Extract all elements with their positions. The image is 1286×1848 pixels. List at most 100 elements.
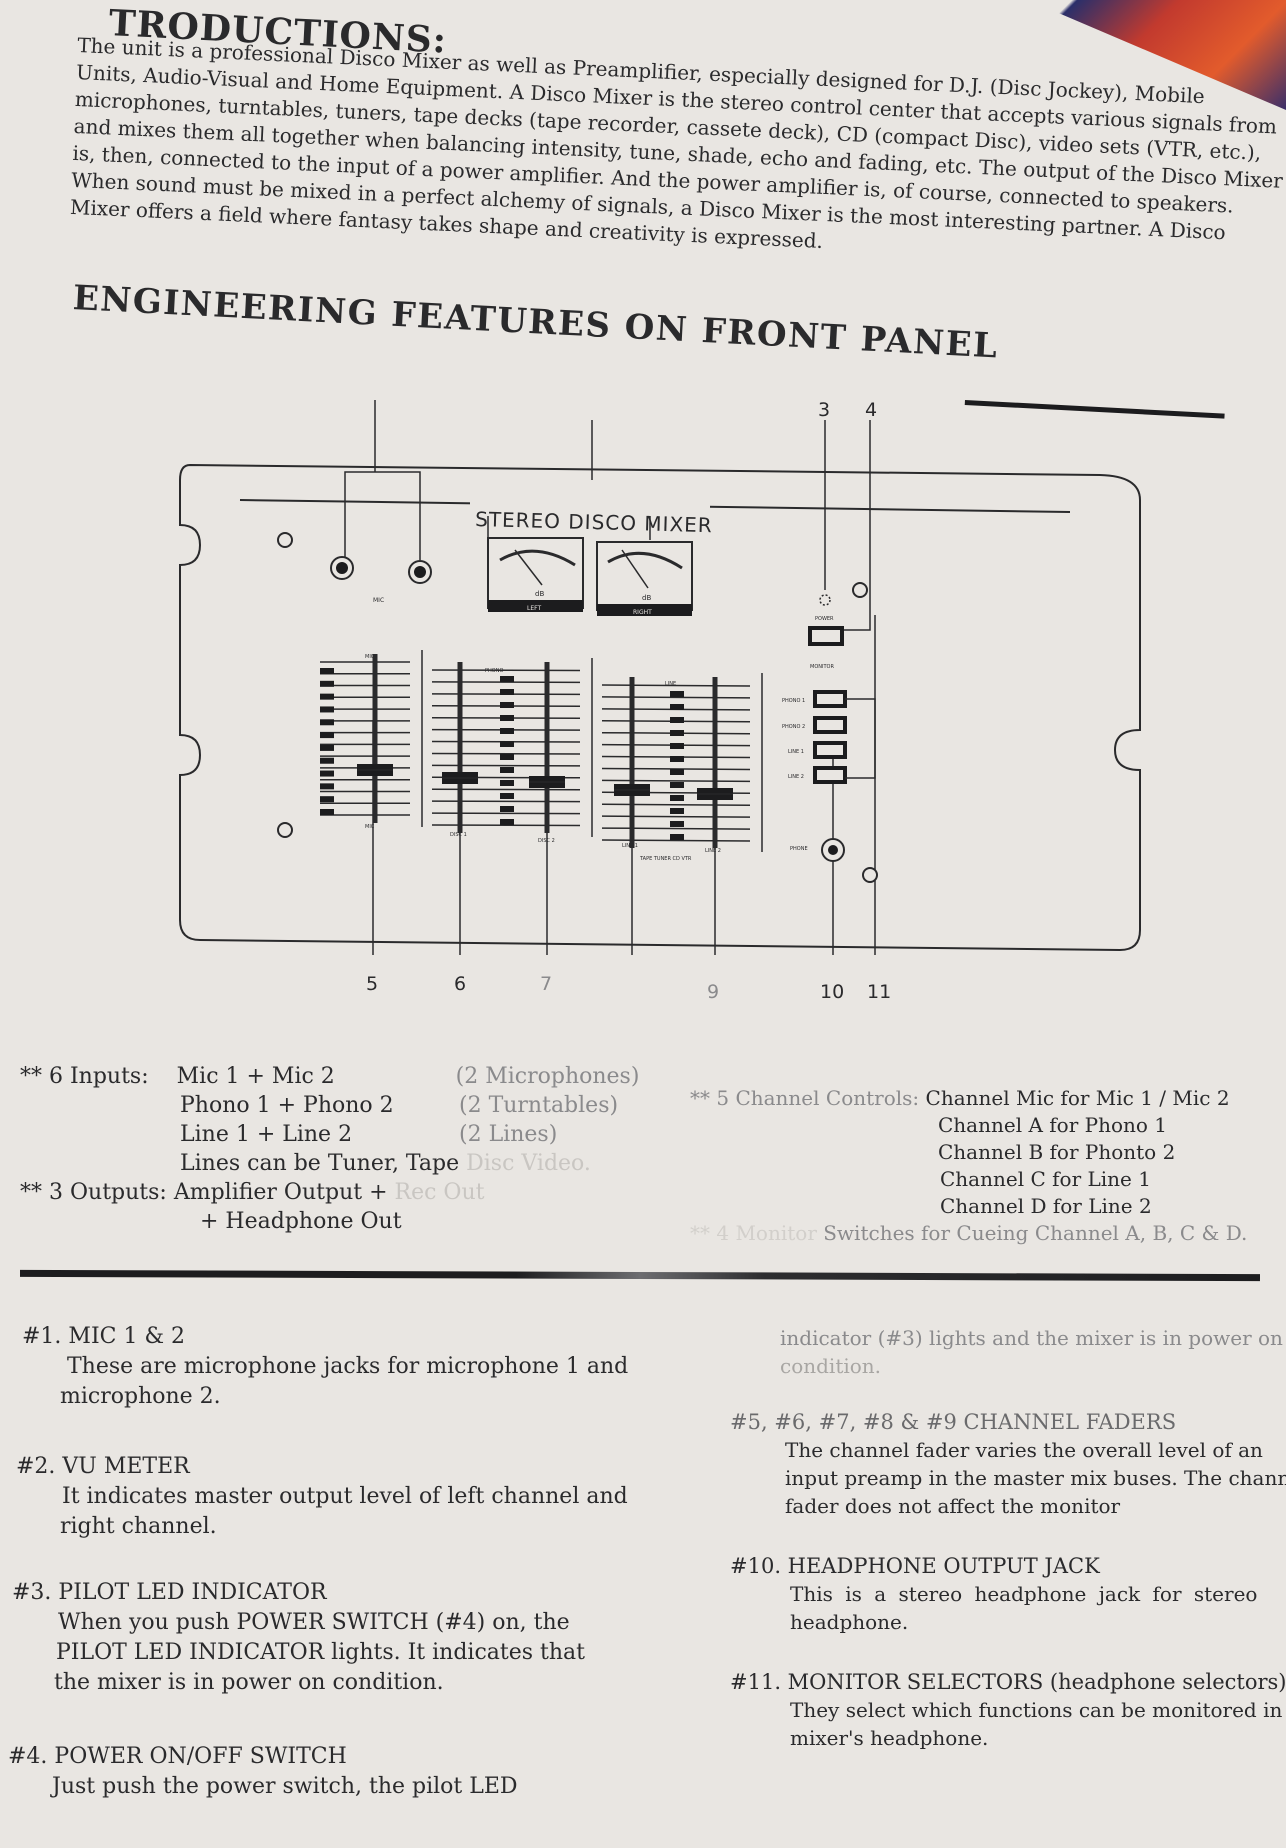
intro-body: The unit is a professional Disco Mixer a… <box>69 32 1284 273</box>
callout-4: 4 <box>865 400 877 421</box>
fader-mark <box>601 839 751 842</box>
fader-mark <box>431 788 581 791</box>
fader-mark <box>320 732 334 739</box>
outputs-1: Amplifier Output + <box>173 1180 388 1205</box>
fader-mark <box>500 819 514 825</box>
fader-mark <box>670 782 684 788</box>
fader-mark <box>670 704 684 710</box>
fader-mark <box>500 780 514 786</box>
power-switch[interactable] <box>808 626 844 646</box>
callout-5: 5 <box>366 973 378 995</box>
front-panel-diagram: 1 2 3 4 5 6 7 9 10 11 STEREO DISCO MIXER… <box>170 377 1150 1054</box>
fader-mark <box>500 702 514 708</box>
section-line: input preamp in the master mix buses. Th… <box>785 1466 1286 1490</box>
vu-unit-left: dB <box>535 590 544 598</box>
fader-mark <box>500 689 514 695</box>
front-panel-svg: 1 2 3 4 5 6 7 9 10 11 STEREO DISCO MIXER… <box>179 377 1141 1003</box>
section-line: indicator (#3) lights and the mixer is i… <box>780 1326 1283 1350</box>
channel-row-1: Channel A for Phono 1 <box>690 1112 1247 1139</box>
headphone-jack-icon <box>821 838 845 862</box>
inputs-label: ** 6 Inputs: <box>20 1064 149 1089</box>
fader-mark <box>320 744 334 751</box>
vu-unit-right: dB <box>642 594 651 602</box>
fader-mark <box>320 680 334 687</box>
specs-right: ** 5 Channel Controls: Channel Mic for M… <box>690 1085 1247 1247</box>
fader-mark <box>670 691 684 697</box>
cue-row: ** 4 Monitor Switches for Cueing Channel… <box>690 1220 1247 1247</box>
vu-meter-right <box>596 541 693 616</box>
power-label: POWER <box>815 616 834 622</box>
fader-mic-top-label: MIC <box>365 654 375 660</box>
lines-can-be: Lines can be Tuner, Tape Disc Video. <box>20 1149 639 1178</box>
lines-can-be-text: Lines can be Tuner, Tape <box>180 1151 460 1176</box>
input-note: (2 Lines) <box>459 1122 558 1147</box>
fader-mark <box>500 806 514 812</box>
section-line: They select which functions can be monit… <box>790 1698 1286 1722</box>
specs-left: ** 6 Inputs: Mic 1 + Mic 2 (2 Microphone… <box>20 1062 639 1236</box>
fader-mark <box>320 757 334 764</box>
disc2-label: DISC 2 <box>538 838 555 844</box>
line2-label: LINE 2 <box>705 848 721 854</box>
fader-mark <box>320 783 334 790</box>
phono-group-label: PHONO <box>485 668 503 674</box>
channel-item: Channel D for Line 2 <box>940 1194 1152 1218</box>
section-line: This is a stereo headphone jack for ster… <box>790 1582 1258 1606</box>
section-headphone: #10. HEADPHONE OUTPUT JACK This is a ste… <box>730 1552 1257 1636</box>
vu-label-left: LEFT <box>527 605 541 612</box>
fader-banks <box>320 650 763 852</box>
section-power: #4. POWER ON/OFF SWITCH Just push the po… <box>8 1742 518 1802</box>
section-monitor: #11. MONITOR SELECTORS (headphone select… <box>730 1668 1286 1752</box>
callout-2: 2 <box>586 400 598 403</box>
fader-mark <box>670 717 684 723</box>
section-title: #1. MIC 1 & 2 <box>22 1324 186 1349</box>
fader-mark <box>601 779 751 783</box>
fader-mark <box>670 808 684 814</box>
monitor-select-phono1[interactable] <box>813 690 847 708</box>
line-group-label: LINE <box>665 681 676 687</box>
section-title: #3. PILOT LED INDICATOR <box>12 1580 327 1605</box>
outputs-1-faded: Rec Out <box>394 1180 485 1205</box>
input-note: (2 Turntables) <box>459 1093 619 1118</box>
mic-group-label: MIC <box>373 597 384 604</box>
monitor-label: MONITOR <box>810 664 834 670</box>
channel-label: ** 5 Channel Controls: <box>690 1086 920 1110</box>
vu-meter-left <box>487 537 584 612</box>
channel-item: Channel Mic for Mic 1 / Mic 2 <box>925 1086 1230 1110</box>
panel-outline <box>179 463 1141 952</box>
input-note: (2 Microphones) <box>455 1064 640 1089</box>
input-pair: Mic 1 + Mic 2 <box>176 1064 335 1089</box>
section-line: It indicates master output level of left… <box>62 1484 628 1509</box>
fader-mark <box>320 668 334 674</box>
inputs-row-3: Line 1 + Line 2 (2 Lines) <box>20 1120 639 1149</box>
channel-item: Channel B for Phonto 2 <box>938 1140 1176 1164</box>
fader-mark <box>320 796 334 803</box>
section-title: #5, #6, #7, #8 & #9 CHANNEL FADERS <box>730 1410 1177 1434</box>
fader-mark <box>601 767 751 771</box>
cue-text: Switches for Cueing Channel A, B, C & D. <box>823 1221 1248 1245</box>
disc1-label: DISC 1 <box>450 832 467 838</box>
fader-mark <box>320 693 334 700</box>
pilot-led-icon <box>819 594 831 606</box>
fader-mark <box>670 834 684 840</box>
screw-icons <box>277 532 878 883</box>
section-title: #2. VU METER <box>16 1454 190 1479</box>
section-title: #11. MONITOR SELECTORS (headphone select… <box>730 1670 1286 1694</box>
fader-mark <box>431 752 581 755</box>
fader-mark <box>670 756 684 762</box>
inputs-row-2: Phono 1 + Phono 2 (2 Turntables) <box>20 1091 639 1120</box>
fader-mark <box>320 719 334 726</box>
fader-mark <box>320 770 334 777</box>
fader-mark <box>601 803 751 806</box>
channel-row-3: Channel C for Line 1 <box>690 1166 1247 1193</box>
section-line: the mixer is in power on condition. <box>54 1670 444 1695</box>
outputs-row-2: + Headphone Out <box>20 1207 639 1236</box>
fader-mark <box>500 754 514 760</box>
section-line: Just push the power switch, the pilot LE… <box>52 1774 518 1799</box>
monitor-select-line2[interactable] <box>813 766 847 784</box>
monitor-select-phono2[interactable] <box>813 716 847 734</box>
section-line: condition. <box>780 1354 882 1378</box>
section-line: fader does not affect the monitor <box>785 1494 1121 1518</box>
monitor-select-line1[interactable] <box>813 741 847 759</box>
section-power-cont: indicator (#3) lights and the mixer is i… <box>780 1324 1283 1380</box>
callout-7: 7 <box>540 973 552 995</box>
